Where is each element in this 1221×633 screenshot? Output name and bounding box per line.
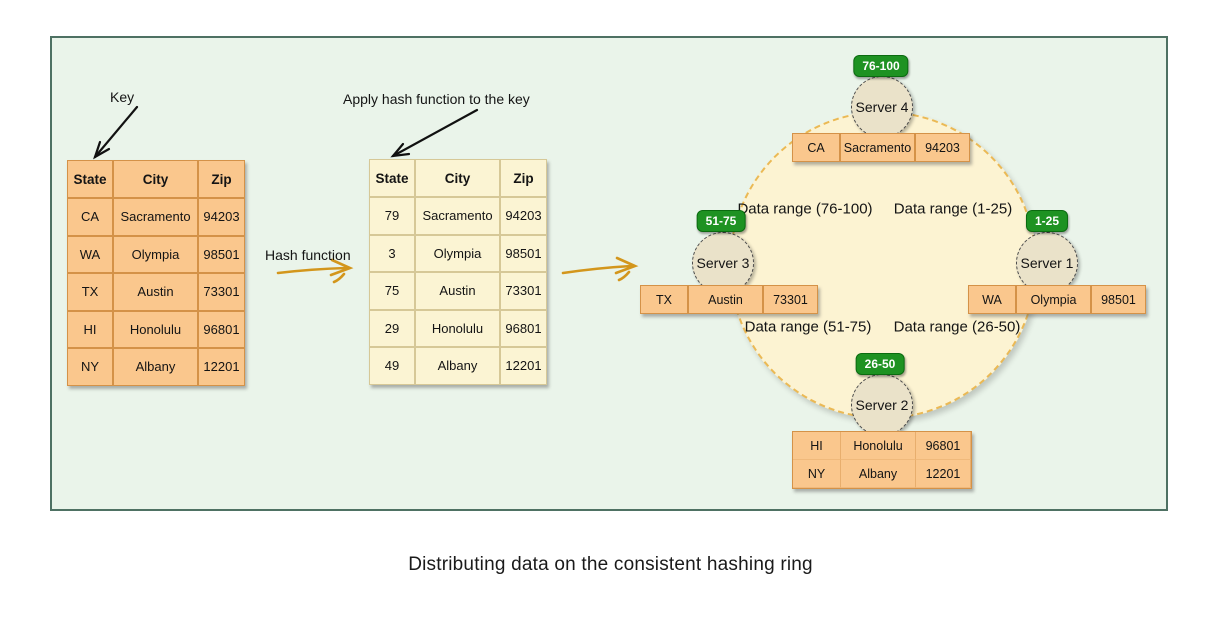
key-table-cell: Olympia: [113, 235, 198, 273]
data-cell: CA: [792, 133, 840, 162]
hashed-table-cell: 96801: [500, 309, 547, 347]
quadrant-label-51-75: Data range (51-75): [744, 318, 872, 336]
hashed-table-header: City: [415, 159, 500, 197]
key-table-cell: Albany: [113, 348, 198, 386]
data-cell: 73301: [763, 285, 818, 314]
hashed-table: State City Zip 79 Sacramento 94203 3 Oly…: [369, 159, 547, 385]
quadrant-label-26-50: Data range (26-50): [893, 318, 1021, 336]
quadrant-label-1-25: Data range (1-25): [893, 200, 1013, 218]
server-2-label: Server 2: [855, 397, 909, 413]
key-table: State City Zip CA Sacramento 94203 WA Ol…: [67, 160, 245, 386]
range-badge-76-100: 76-100: [853, 55, 909, 77]
server-1-data-row: WA Olympia 98501: [968, 285, 1146, 314]
hashed-table-cell: 94203: [500, 197, 547, 235]
data-cell: Albany: [841, 460, 916, 488]
range-badge-1-25: 1-25: [1025, 210, 1069, 232]
key-table-header: State: [67, 160, 113, 198]
key-table-cell: 73301: [198, 273, 245, 311]
hashed-table-cell: 73301: [500, 272, 547, 310]
hashed-table-cell: 3: [369, 234, 415, 272]
data-cell: Austin: [688, 285, 763, 314]
server-3-label: Server 3: [696, 255, 750, 271]
data-cell: 94203: [915, 133, 970, 162]
data-cell: 12201: [916, 460, 971, 488]
data-cell: 96801: [916, 432, 971, 460]
key-table-cell: Honolulu: [113, 310, 198, 348]
server-4-label: Server 4: [855, 99, 909, 115]
key-table-header: Zip: [198, 160, 245, 198]
key-table-cell: Sacramento: [113, 198, 198, 236]
server-1-label: Server 1: [1020, 255, 1074, 271]
key-table-cell: NY: [67, 348, 113, 386]
apply-hash-label: Apply hash function to the key: [343, 91, 530, 107]
hashed-table-header: State: [369, 159, 415, 197]
data-cell: TX: [640, 285, 688, 314]
data-cell: WA: [968, 285, 1016, 314]
hashed-table-cell: Austin: [415, 272, 500, 310]
data-cell: 98501: [1091, 285, 1146, 314]
data-cell: HI: [793, 432, 841, 460]
quadrant-label-76-100: Data range (76-100): [737, 200, 873, 218]
key-table-cell: HI: [67, 310, 113, 348]
server-2-data-table: HI Honolulu 96801 NY Albany 12201: [792, 431, 972, 489]
key-table-cell: 12201: [198, 348, 245, 386]
server-4-data-row: CA Sacramento 94203: [792, 133, 970, 162]
hashed-table-cell: Sacramento: [415, 197, 500, 235]
key-table-cell: CA: [67, 198, 113, 236]
hashed-table-cell: 12201: [500, 347, 547, 385]
key-label: Key: [110, 89, 135, 105]
server-2-node: Server 2: [851, 374, 913, 436]
figure-caption: Distributing data on the consistent hash…: [408, 554, 813, 575]
hashed-table-cell: 98501: [500, 234, 547, 272]
hashed-table-cell: Albany: [415, 347, 500, 385]
range-badge-51-75: 51-75: [696, 210, 746, 232]
hashed-table-cell: Honolulu: [415, 309, 500, 347]
hashed-table-cell: 79: [369, 197, 415, 235]
key-table-cell: 96801: [198, 310, 245, 348]
key-table-cell: 98501: [198, 235, 245, 273]
hashed-table-cell: 75: [369, 272, 415, 310]
hashed-table-header: Zip: [500, 159, 547, 197]
server-4-node: Server 4: [851, 76, 913, 138]
key-table-cell: 94203: [198, 198, 245, 236]
data-cell: Honolulu: [841, 432, 916, 460]
data-cell: Olympia: [1016, 285, 1091, 314]
range-badge-26-50: 26-50: [855, 353, 905, 375]
hashed-table-cell: 49: [369, 347, 415, 385]
key-table-cell: TX: [67, 273, 113, 311]
data-cell: NY: [793, 460, 841, 488]
server-3-data-row: TX Austin 73301: [640, 285, 818, 314]
hash-function-label: Hash function: [265, 247, 351, 263]
key-table-cell: Austin: [113, 273, 198, 311]
hashed-table-cell: Olympia: [415, 234, 500, 272]
data-cell: Sacramento: [840, 133, 915, 162]
key-table-header: City: [113, 160, 198, 198]
hashed-table-cell: 29: [369, 309, 415, 347]
key-table-cell: WA: [67, 235, 113, 273]
